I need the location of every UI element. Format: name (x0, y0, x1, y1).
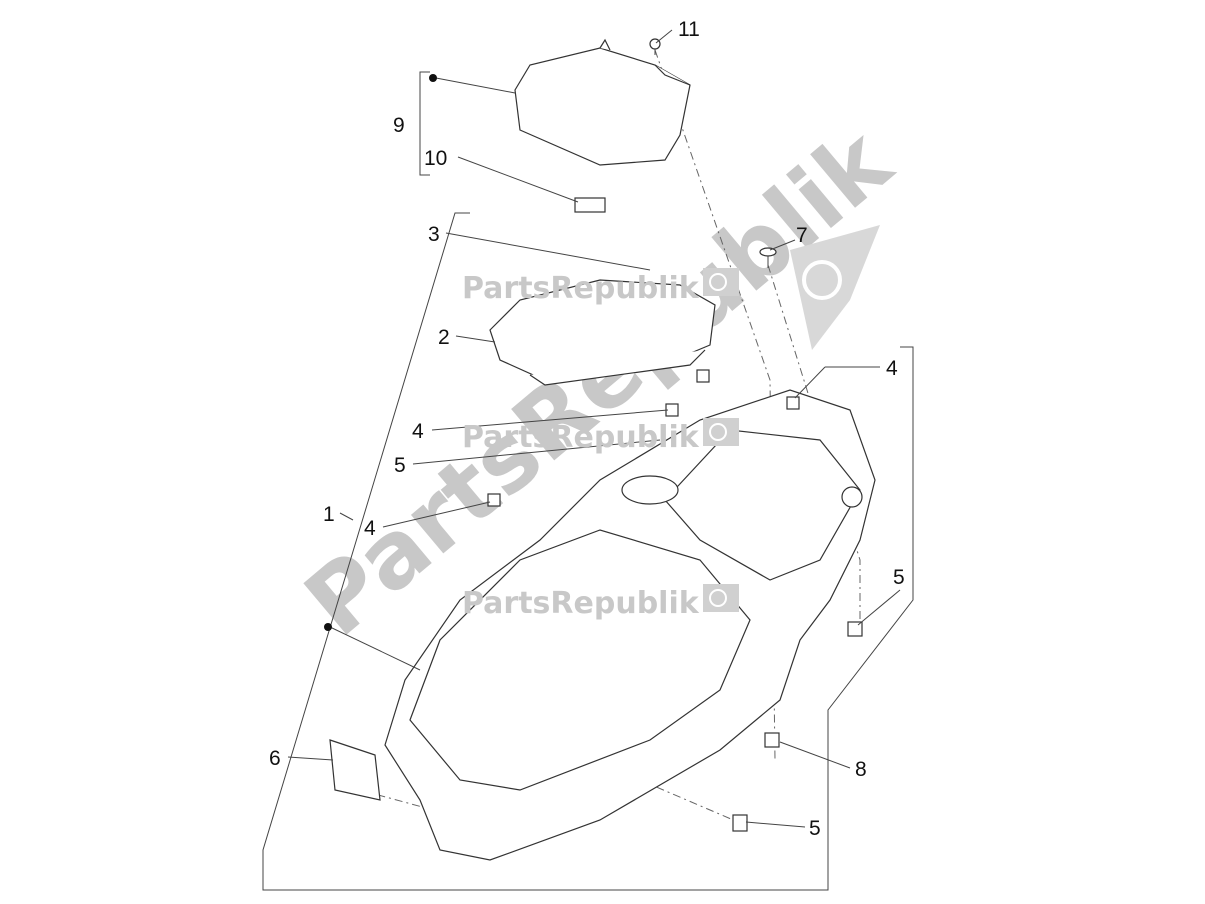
callout-5[interactable]: 5 (893, 566, 905, 589)
watermark-small-1: PartsRepublik (462, 268, 739, 306)
part-7-screw (759, 247, 777, 268)
watermark-logo-large (790, 225, 880, 350)
part-4-clip (487, 493, 501, 507)
callout-3[interactable]: 3 (428, 223, 440, 246)
callout-4[interactable]: 4 (364, 517, 376, 540)
part-10-pad (574, 197, 606, 213)
watermark-small-3-text: PartsRepublik (462, 586, 700, 621)
callout-5[interactable]: 5 (394, 454, 406, 477)
watermark-small-3: PartsRepublik (462, 584, 739, 621)
part-2-cover (489, 279, 716, 386)
leader-lines (287, 29, 901, 828)
callout-7[interactable]: 7 (796, 224, 808, 247)
callout-4[interactable]: 4 (886, 357, 898, 380)
part-1-helmet-compartment (384, 389, 876, 861)
bracket-9 (419, 71, 430, 176)
watermark-small-2: PartsRepublik (462, 418, 739, 455)
assembly-line (654, 49, 776, 761)
part-4-clip (696, 369, 710, 383)
watermark-small-1-text: PartsRepublik (462, 271, 700, 306)
assembly-line (639, 779, 746, 826)
part-9-toolbox (514, 38, 691, 166)
bracket-1 (262, 212, 914, 891)
gear-icon (802, 260, 842, 300)
part-6-plate (329, 739, 381, 801)
part-4-clip (786, 396, 800, 410)
watermark-small-2-text: PartsRepublik (462, 420, 700, 455)
callout-8[interactable]: 8 (855, 758, 867, 781)
callout-2[interactable]: 2 (438, 326, 450, 349)
callout-10[interactable]: 10 (424, 147, 447, 170)
callout-9[interactable]: 9 (393, 114, 405, 137)
gear-icon (709, 273, 727, 291)
callout-5[interactable]: 5 (809, 817, 821, 840)
gear-icon (709, 589, 727, 607)
gear-icon (709, 423, 727, 441)
part-5-clip (732, 814, 748, 832)
callout-6[interactable]: 6 (269, 747, 281, 770)
part-5-clip (847, 621, 863, 637)
part-8-clip (764, 732, 780, 748)
callout-11[interactable]: 11 (678, 18, 700, 41)
callout-4[interactable]: 4 (412, 420, 424, 443)
assembly-line (767, 264, 861, 625)
callout-1[interactable]: 1 (323, 503, 335, 526)
